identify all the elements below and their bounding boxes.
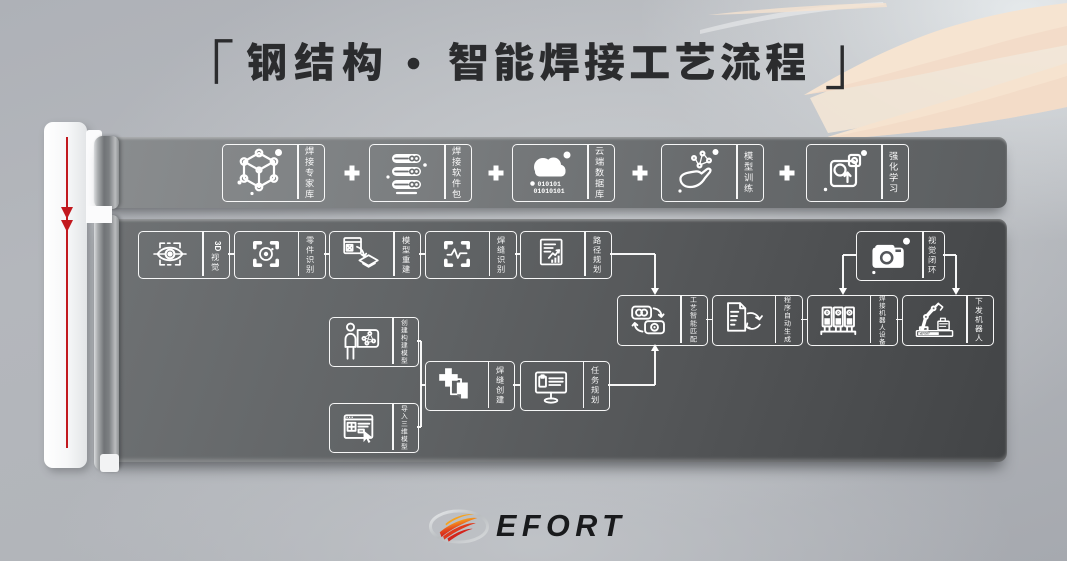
svg-text:01010101: 01010101: [533, 188, 564, 195]
svg-text:◂EFORT: ◂EFORT: [919, 332, 930, 336]
svg-text:3D: 3D: [213, 241, 222, 251]
svg-text:010101: 010101: [537, 181, 561, 188]
